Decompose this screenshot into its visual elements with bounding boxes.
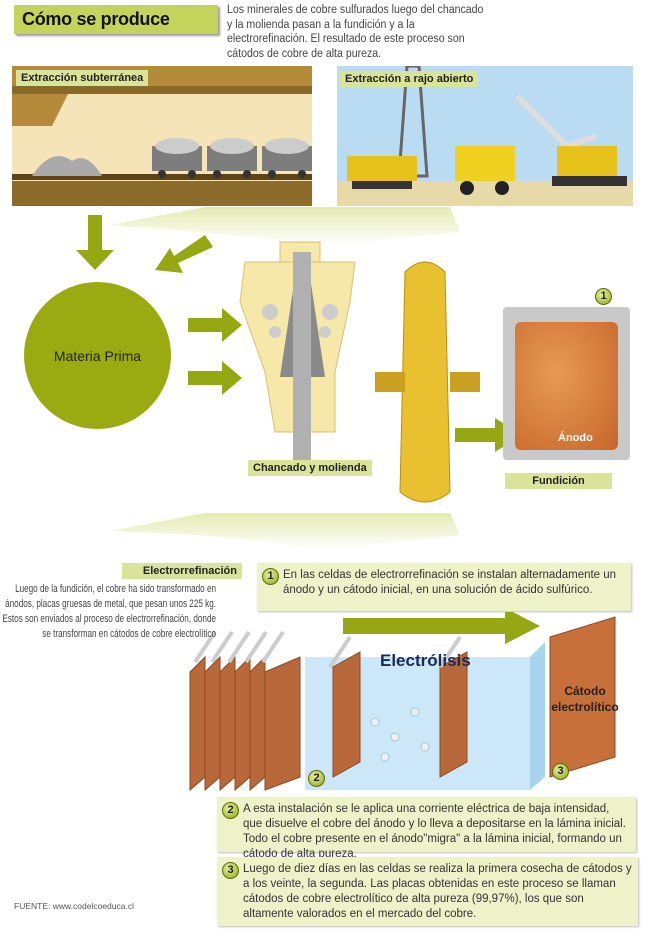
step-badge-1: 1 <box>595 288 612 305</box>
open-pit-label: Extracción a rajo abierto <box>340 71 479 87</box>
mine-tunnel-illustration <box>12 66 312 206</box>
step-badge-3: 3 <box>552 763 569 780</box>
electrorefining-description: Luego de la fundición, el cobre ha sido … <box>2 583 217 640</box>
crusher-mill-illustration <box>239 241 480 503</box>
anode-plate: Ánodo <box>515 322 618 450</box>
step-3-box: 3 Luego de diez días en las celdas se re… <box>217 857 638 926</box>
raw-material-circle: Materia Prima <box>24 282 171 429</box>
step-badge-2: 2 <box>308 770 325 787</box>
step-3-text: Luego de diez días en las celdas se real… <box>243 863 632 920</box>
crushing-label: Chancado y molienda <box>248 460 372 476</box>
funnel-shape <box>110 513 460 549</box>
step-2-text: A esta instalación se le aplica una corr… <box>243 803 626 860</box>
cathode-label: Cátodo electrolítico <box>551 684 619 714</box>
page-title: Cómo se produce <box>14 5 218 34</box>
step-1-box: 1 En las celdas de electrorrefinación se… <box>257 563 631 611</box>
step-badge-2: 2 <box>222 802 239 819</box>
arrow-right-icon <box>188 361 242 395</box>
step-badge-1: 1 <box>262 568 279 585</box>
intro-text: Los minerales de cobre sulfurados luego … <box>227 4 484 60</box>
funnel-shape <box>110 207 460 245</box>
electrorefining-label: Electrorrefinación <box>122 563 242 579</box>
smelting-panel: Ánodo <box>503 307 630 460</box>
underground-label: Extracción subterránea <box>16 70 149 86</box>
step-2-box: 2 A esta instalación se le aplica una co… <box>217 797 636 860</box>
open-pit-extraction-illustration: Extracción a rajo abierto <box>337 66 633 206</box>
step-1-text: En las celdas de electrorrefinación se i… <box>283 569 617 596</box>
raw-material-label: Materia Prima <box>53 347 142 364</box>
arrow-right-icon <box>188 308 242 342</box>
arrow-down-icon <box>76 215 114 270</box>
source-credit: FUENTE: www.codelcoeduca.cl <box>14 901 134 911</box>
arrow-diagonal-icon <box>155 235 213 273</box>
underground-extraction-illustration: Extracción subterránea <box>12 66 312 206</box>
smelting-label: Fundición <box>505 473 612 489</box>
process-arrow-icon <box>343 612 540 644</box>
open-pit-machinery-illustration <box>337 66 633 206</box>
anode-label: Ánodo <box>558 432 593 444</box>
step-badge-3: 3 <box>222 862 239 879</box>
electrolysis-label: Electrólisis <box>380 651 471 670</box>
electrolysis-illustration <box>189 612 616 792</box>
